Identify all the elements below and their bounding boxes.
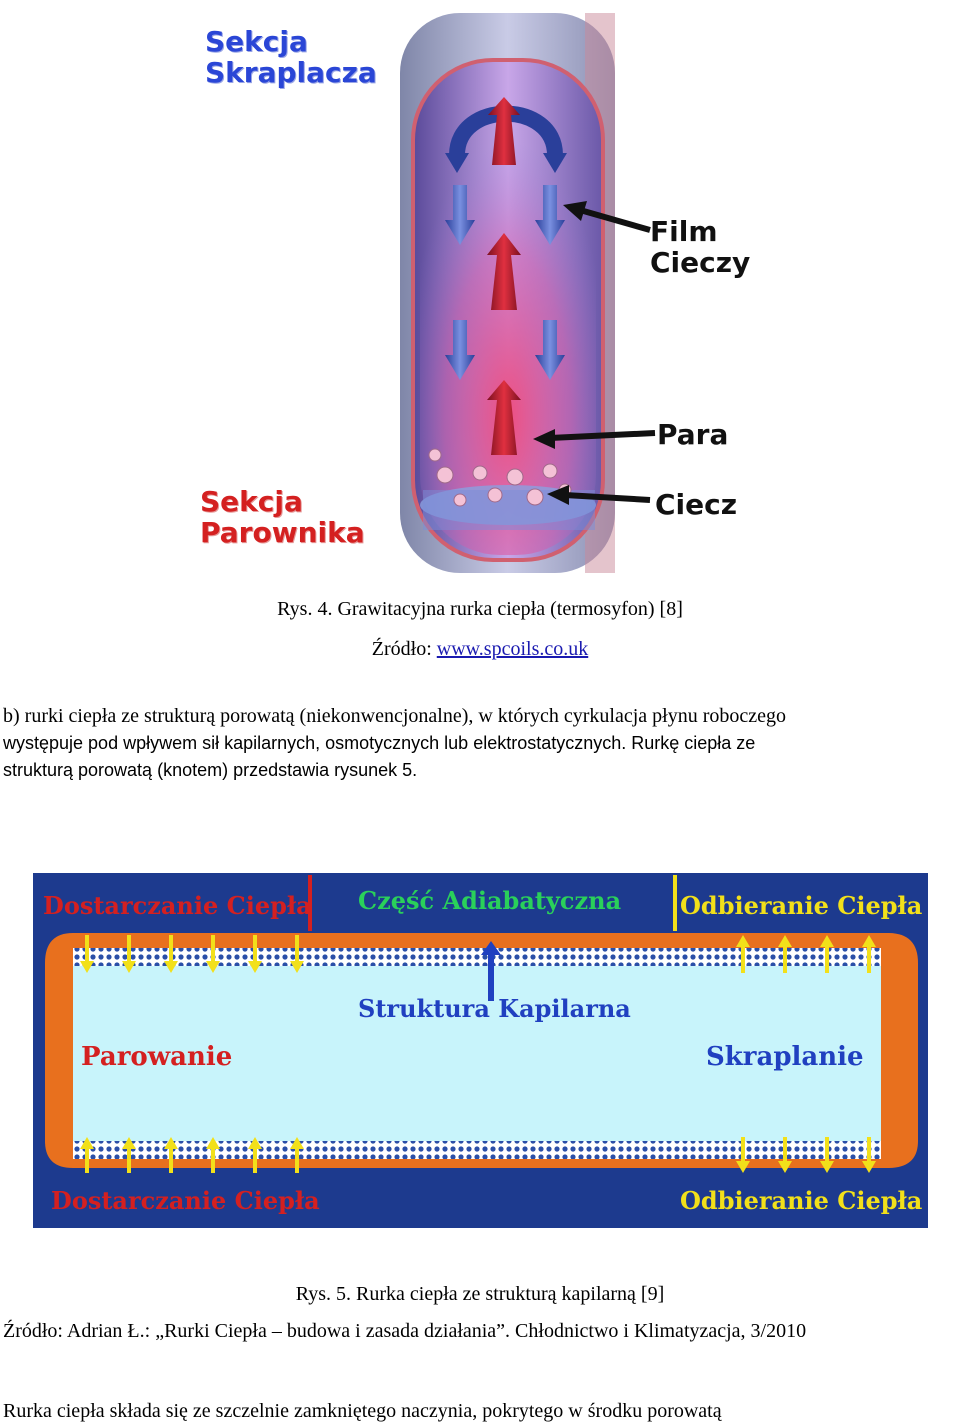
heat-out-arrows-bottom [736,1137,876,1173]
heat-input-label-top: Dostarczanie Ciepła [43,891,312,920]
wick-top [73,948,881,966]
liquid-film-label: Film Cieczy [650,215,751,279]
paragraph-line-3: strukturą porowatą (knotem) przedstawia … [3,760,418,780]
source-link[interactable]: www.spcoils.co.uk [436,638,589,660]
heat-pipe-figure: Dostarczanie Ciepła Część Adiabatyczna O… [33,873,928,1228]
capillary-structure-label: Struktura Kapilarna [358,994,631,1023]
heat-output-label-top: Odbieranie Ciepła [680,891,923,920]
paragraph-line-1: b) rurki ciepła ze strukturą porowatą (n… [3,705,787,727]
paragraph-line-2: występuje pod wpływem sił kapilarnych, o… [3,733,756,753]
thermosyphon-figure: Sekcja Skraplacza Sekcja Parownika Film … [195,5,778,575]
condensation-label: Skraplanie [706,1042,864,1072]
capillary-arrow [481,941,501,1001]
condenser-section-label: Sekcja Skraplacza [205,25,377,89]
figure4-source: Źródło: www.spcoils.co.uk [0,638,960,661]
liquid-label: Ciecz [655,488,738,521]
vapor-label: Para [657,418,729,451]
figure5-caption: Rys. 5. Rurka ciepła ze strukturą kapila… [295,1283,665,1305]
heat-pipe-illustration [33,873,928,1228]
evaporation-label: Parowanie [81,1042,233,1072]
heat-out-arrows-top [736,935,876,973]
wick-bottom [73,1141,881,1159]
source-prefix: Źródło: [371,638,437,660]
film-arrows [445,185,565,380]
thermosyphon-illustration [400,13,778,573]
heat-in-arrows-top [80,935,304,973]
heat-output-label-bottom: Odbieranie Ciepła [680,1186,923,1215]
vapor-arrows [487,97,521,455]
pointer-arrows [533,201,656,505]
figure5-source: Źródło: Adrian Ł.: „Rurki Ciepła – budow… [3,1320,807,1342]
figure4-caption: Rys. 4. Grawitacyjna rurka ciepła (termo… [277,598,683,620]
heat-in-arrows-bottom [80,1137,304,1173]
adiabatic-section-label: Część Adiabatyczna [358,886,622,915]
body-paragraph: b) rurki ciepła ze strukturą porowatą (n… [3,703,953,784]
vapor-core [73,966,881,1141]
bottom-text: Rurka ciepła składa się ze szczelnie zam… [3,1400,722,1422]
evaporator-section-label: Sekcja Parownika [200,485,365,549]
heat-input-label-bottom: Dostarczanie Ciepła [51,1186,320,1215]
